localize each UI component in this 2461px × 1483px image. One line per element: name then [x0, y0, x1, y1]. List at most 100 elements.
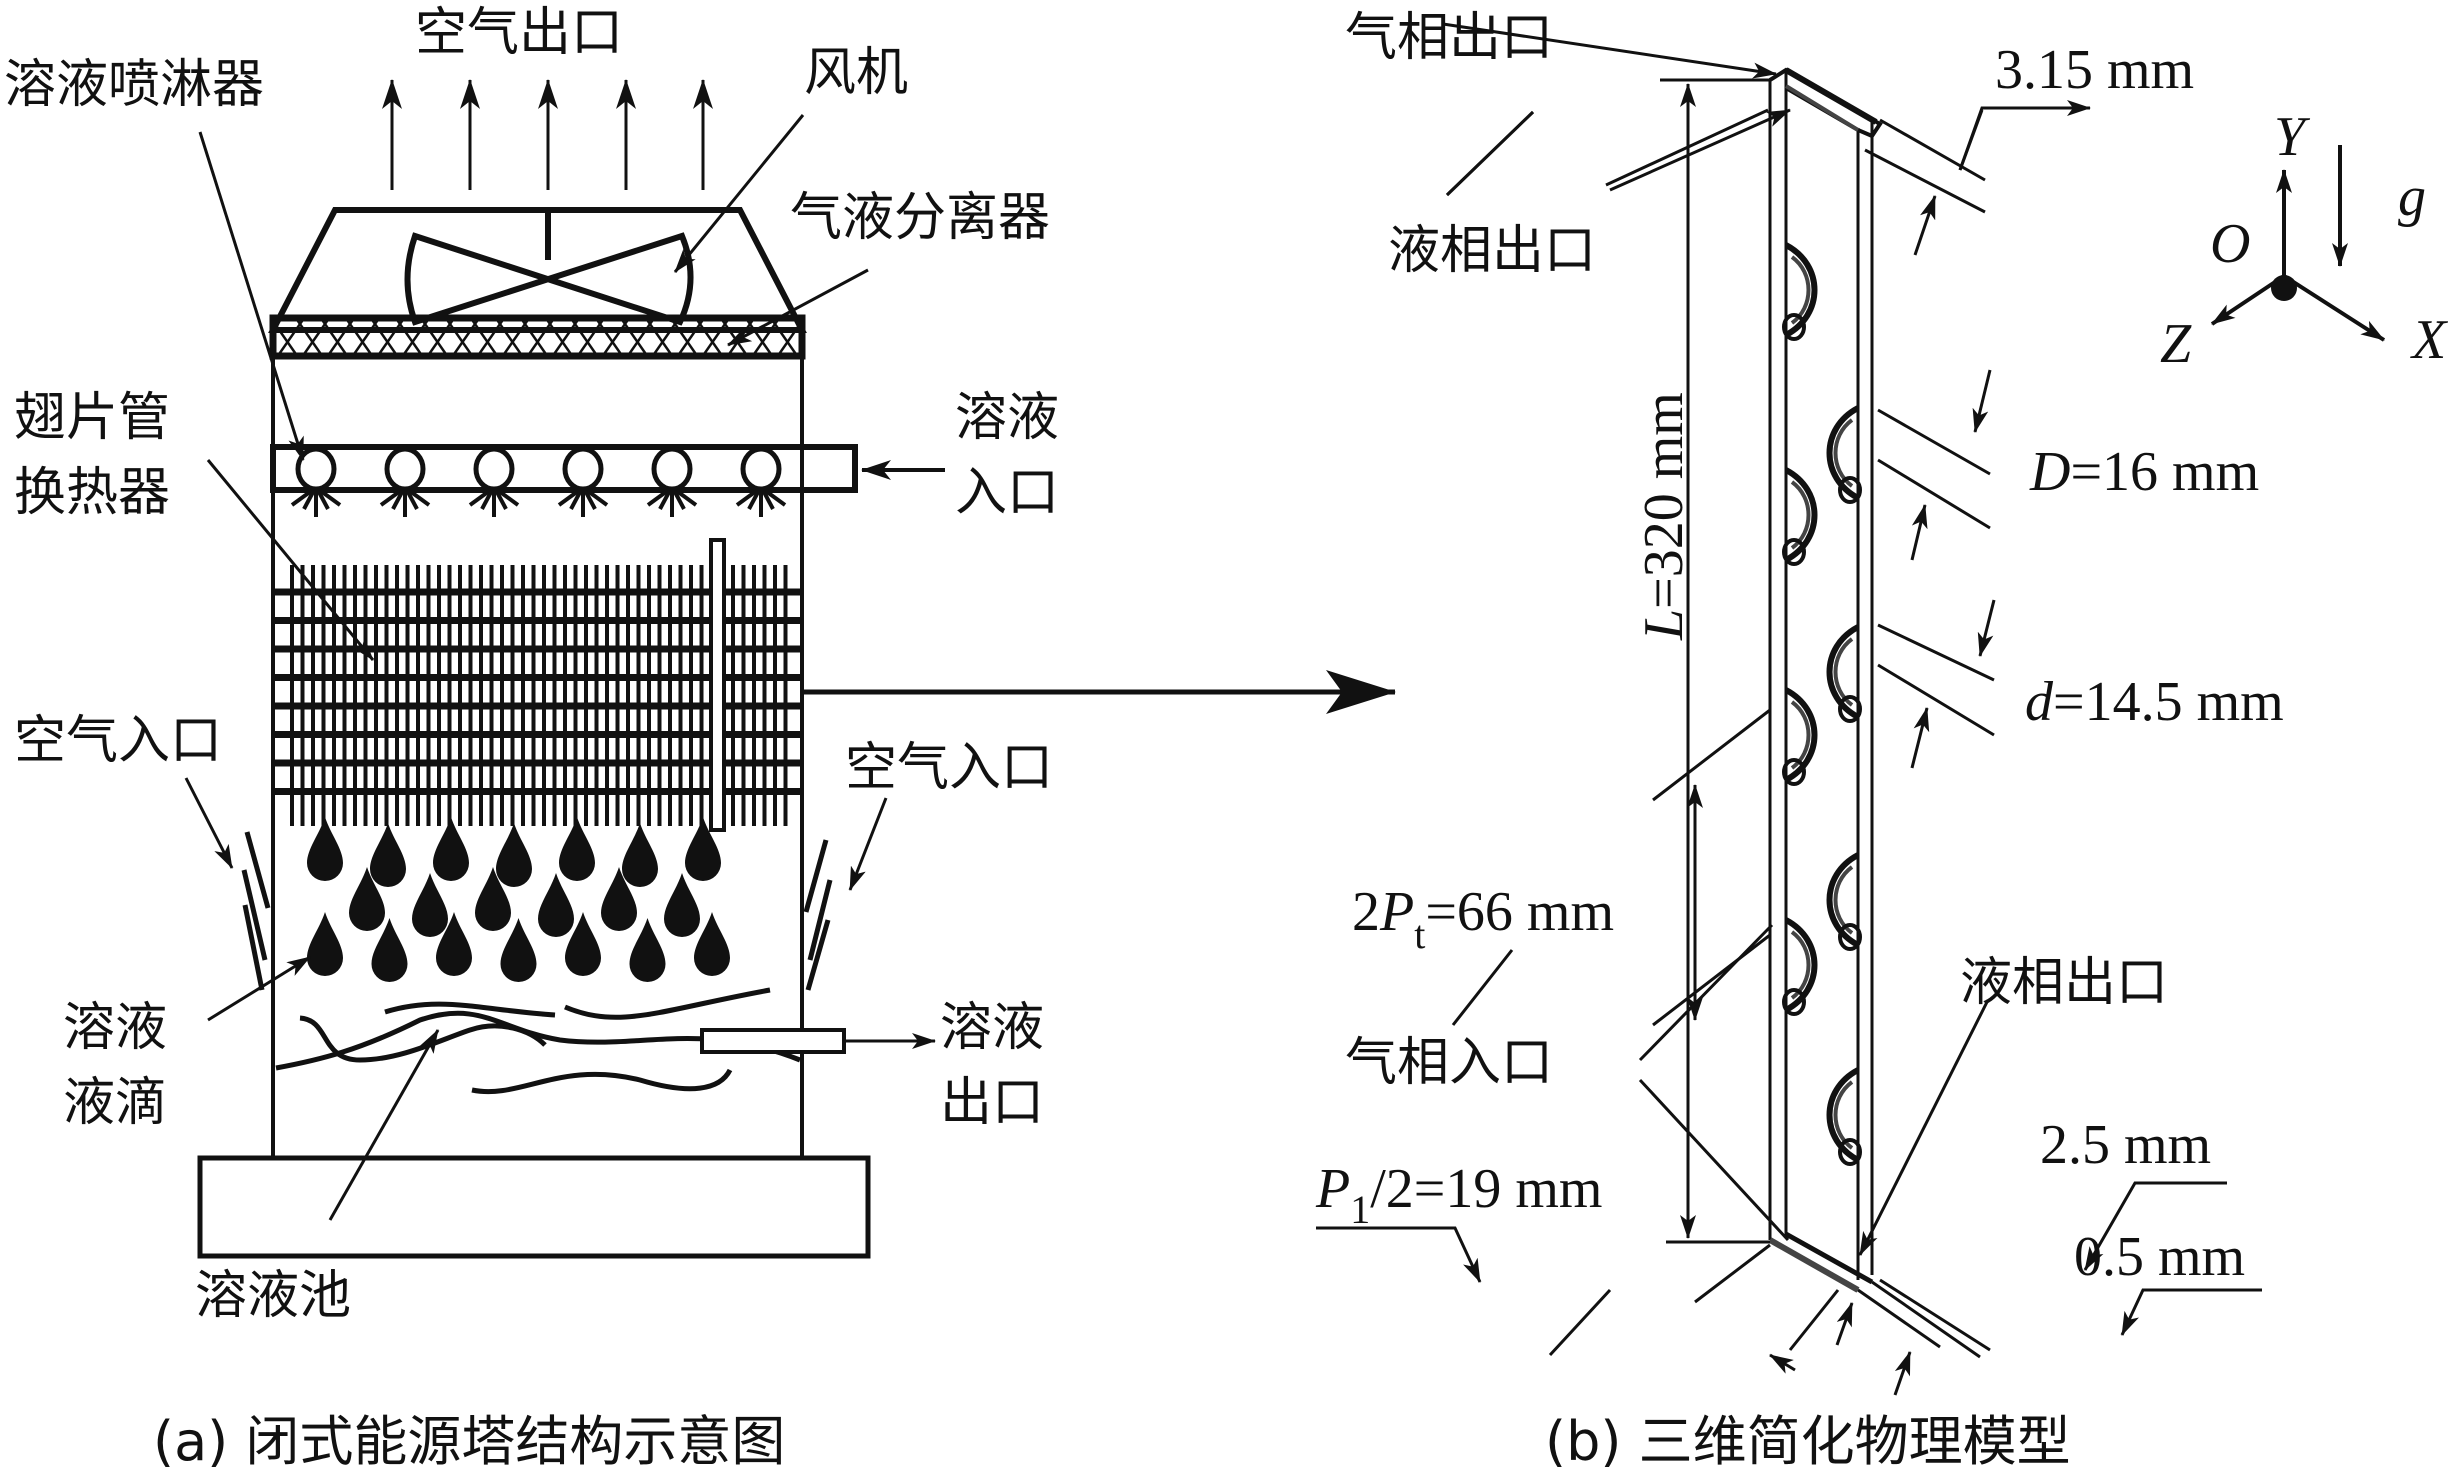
spray-jet	[391, 490, 405, 510]
droplet	[349, 867, 385, 931]
tube-outer-wall	[1826, 1067, 1860, 1163]
axis-label-o: O	[2210, 213, 2250, 275]
tube-outer-wall	[1784, 242, 1818, 338]
solution-droplets	[307, 817, 730, 982]
nozzle-head	[562, 446, 604, 492]
spray-jet	[761, 490, 775, 510]
pitch-value: =66 mm	[1425, 881, 1614, 943]
inner-diameter-value: =14.5 mm	[2053, 671, 2284, 733]
spray-jet	[480, 490, 494, 510]
droplet	[565, 912, 601, 976]
tube-outer-wall	[1784, 687, 1818, 783]
droplet	[412, 873, 448, 937]
fan-icon	[404, 212, 694, 326]
spray-jet	[557, 489, 580, 507]
outer-diameter-symbol: D	[2029, 441, 2070, 503]
droplet	[307, 817, 343, 881]
dimension-lines	[1316, 22, 2262, 1396]
tube-section	[1782, 242, 1818, 341]
spray-jet	[494, 490, 508, 510]
nozzle-head	[384, 446, 426, 492]
dim-inner-diameter: d=14.5 mm	[2025, 671, 2284, 733]
spray-jet	[408, 489, 431, 507]
tube-outer-wall	[1826, 852, 1860, 948]
pitch-symbol: P	[1379, 881, 1414, 943]
tube-section	[1782, 687, 1818, 786]
droplet	[622, 823, 658, 887]
solution-outlet-pipe	[700, 1028, 846, 1054]
dim-length: L=320 mm	[1633, 392, 1695, 641]
pitch-prefix: 2	[1352, 881, 1380, 943]
spray-jet	[672, 490, 686, 510]
spray-jet	[405, 490, 419, 510]
tube-outer-wall	[1784, 467, 1818, 563]
dim-outer-diameter: D=16 mm	[2029, 441, 2259, 503]
air-inlet-louvers-right	[803, 839, 833, 991]
label-liquid-outlet-bottom: 液相出口	[1960, 953, 2168, 1013]
axis-label-x: X	[2410, 309, 2449, 371]
nozzle-head	[740, 446, 782, 492]
droplet	[685, 817, 721, 881]
nozzle-head	[295, 446, 337, 492]
spray-jet	[586, 489, 609, 507]
dim-thickness-outer: 2.5 mm	[2040, 1114, 2211, 1176]
spray-jet	[569, 490, 583, 510]
droplet	[601, 867, 637, 931]
finned-tube-heat-exchanger	[273, 538, 802, 832]
tube-end	[1782, 538, 1806, 566]
length-value: =320 mm	[1633, 392, 1695, 609]
droplet	[371, 918, 408, 982]
air-inlet-left-arrow	[184, 777, 234, 869]
spray-jet	[302, 490, 316, 510]
sprayer-nozzle	[468, 446, 520, 517]
tube-outer-wall	[1826, 624, 1860, 720]
label-droplets-1: 溶液	[63, 998, 167, 1058]
half-pitch-symbol: P	[1315, 1158, 1350, 1220]
air-inlet-louvers-left	[241, 831, 271, 991]
axis-label-y: Y	[2274, 106, 2311, 168]
spray-jet	[468, 489, 491, 507]
sprayer-nozzles	[290, 446, 787, 517]
label-solution-sprayer: 溶液喷淋器	[4, 55, 264, 115]
x-axis	[2282, 274, 2386, 342]
spray-jet	[735, 489, 758, 507]
spray-jet	[747, 490, 761, 510]
label-solution-pool: 溶液池	[195, 1266, 351, 1326]
droplet	[496, 823, 532, 887]
droplet	[538, 873, 574, 937]
droplet	[436, 912, 472, 976]
tube-outer-wall	[1784, 917, 1818, 1013]
coordinate-axes	[2210, 145, 2386, 342]
tube-end	[1782, 988, 1806, 1016]
sprayer-nozzle	[557, 446, 609, 517]
pitch-sub: t	[1414, 912, 1425, 957]
spray-jet	[379, 489, 402, 507]
sprayer-nozzle	[290, 446, 342, 517]
droplet	[433, 817, 469, 881]
solution-sprayer	[270, 444, 858, 517]
3d-physical-model: Y O Z X g 气相出口 液相出口 液相出口 气相入口 3.15 mm D=…	[1315, 8, 2449, 1473]
fins	[290, 565, 788, 826]
gravity-label: g	[2398, 166, 2426, 228]
origin-dot	[2271, 275, 2297, 301]
label-solution-outlet-1: 溶液	[940, 998, 1044, 1058]
tube-end	[1782, 758, 1806, 786]
label-air-outlet: 空气出口	[415, 3, 623, 63]
label-finned-tube-1: 翅片管	[14, 388, 170, 448]
half-pitch-sub: 1	[1350, 1187, 1370, 1232]
droplet	[559, 817, 595, 881]
caption-b: (b) 三维简化物理模型	[1545, 1410, 2071, 1473]
droplet	[500, 918, 537, 982]
half-pitch-value: /2=19 mm	[1370, 1158, 1602, 1220]
label-air-inlet-right: 空气入口	[845, 738, 1053, 798]
plate-tubes	[1782, 242, 1862, 1166]
label-fan: 风机	[804, 43, 908, 103]
spray-jet	[646, 489, 669, 507]
label-air-inlet-left: 空气入口	[14, 711, 222, 771]
gas-liquid-separator	[269, 314, 806, 360]
label-gas-inlet: 气相入口	[1345, 1033, 1553, 1093]
label-gas-liquid-separator: 气液分离器	[790, 188, 1050, 248]
nozzle-head	[651, 446, 693, 492]
droplet	[370, 823, 406, 887]
